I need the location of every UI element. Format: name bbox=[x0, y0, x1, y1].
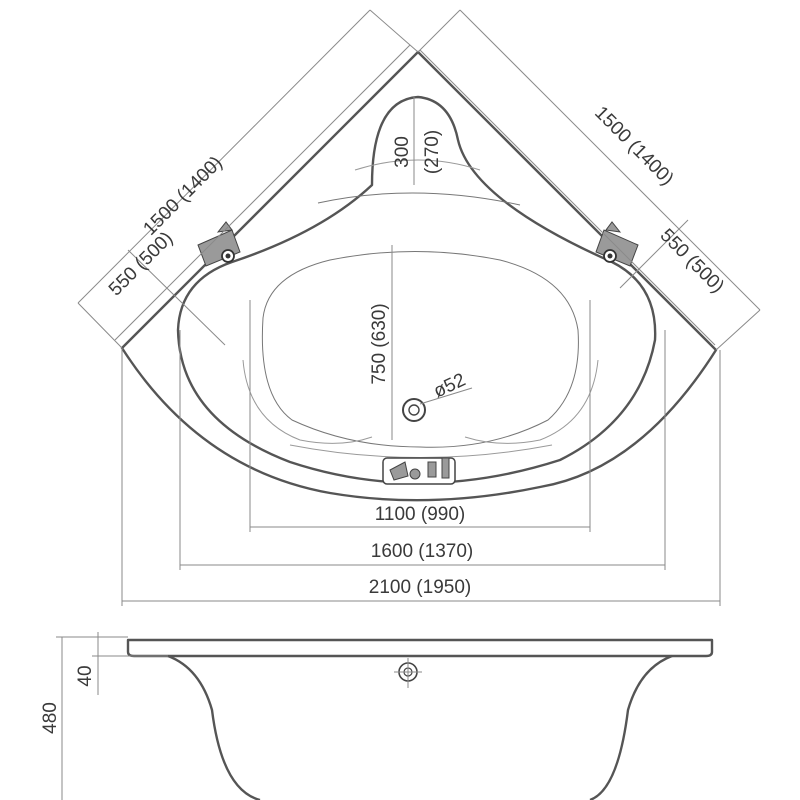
faucet-set-icon bbox=[382, 457, 456, 485]
basin-outline bbox=[261, 251, 579, 448]
left-handle-icon bbox=[197, 221, 241, 267]
tub-body-profile bbox=[167, 654, 261, 800]
rim-profile bbox=[126, 638, 714, 658]
plan-view bbox=[120, 50, 718, 502]
dim-right-side-label: 1500 (1400) bbox=[590, 102, 677, 189]
tub-rim-outline bbox=[176, 95, 657, 485]
dim-overall-width-label: 2100 (1950) bbox=[369, 577, 471, 598]
plan-dimension-lines bbox=[77, 9, 761, 606]
basin-side-right bbox=[464, 359, 599, 444]
dim-middle-width-label: 1600 (1370) bbox=[371, 541, 473, 562]
dim-left-side-label: 1500 (1400) bbox=[139, 152, 226, 239]
dim-basin-depth-label: 750 (630) bbox=[369, 303, 390, 384]
dim-right-edge-label: 550 (500) bbox=[656, 225, 728, 297]
dim-rim-height-label: 40 bbox=[75, 665, 96, 686]
tub-body-profile-right bbox=[589, 654, 673, 800]
basin-side-left bbox=[242, 359, 373, 444]
dim-drain-label: ø52 bbox=[430, 370, 469, 403]
headrest-ridge bbox=[354, 159, 481, 171]
dim-seat-depth-alt-label: (270) bbox=[422, 130, 443, 174]
side-dimension-lines bbox=[56, 632, 168, 800]
dim-inner-width-label: 1100 (990) bbox=[375, 504, 466, 525]
seat-contour bbox=[317, 192, 521, 206]
tub-outer-outline bbox=[120, 50, 718, 502]
side-elevation-view bbox=[126, 638, 714, 800]
dim-total-height-label: 480 bbox=[40, 702, 61, 734]
drain-inner-icon bbox=[408, 404, 420, 416]
right-handle-icon bbox=[595, 221, 639, 267]
dim-seat-depth-label: 300 bbox=[392, 136, 413, 168]
dim-left-edge-label: 550 (500) bbox=[105, 228, 177, 300]
